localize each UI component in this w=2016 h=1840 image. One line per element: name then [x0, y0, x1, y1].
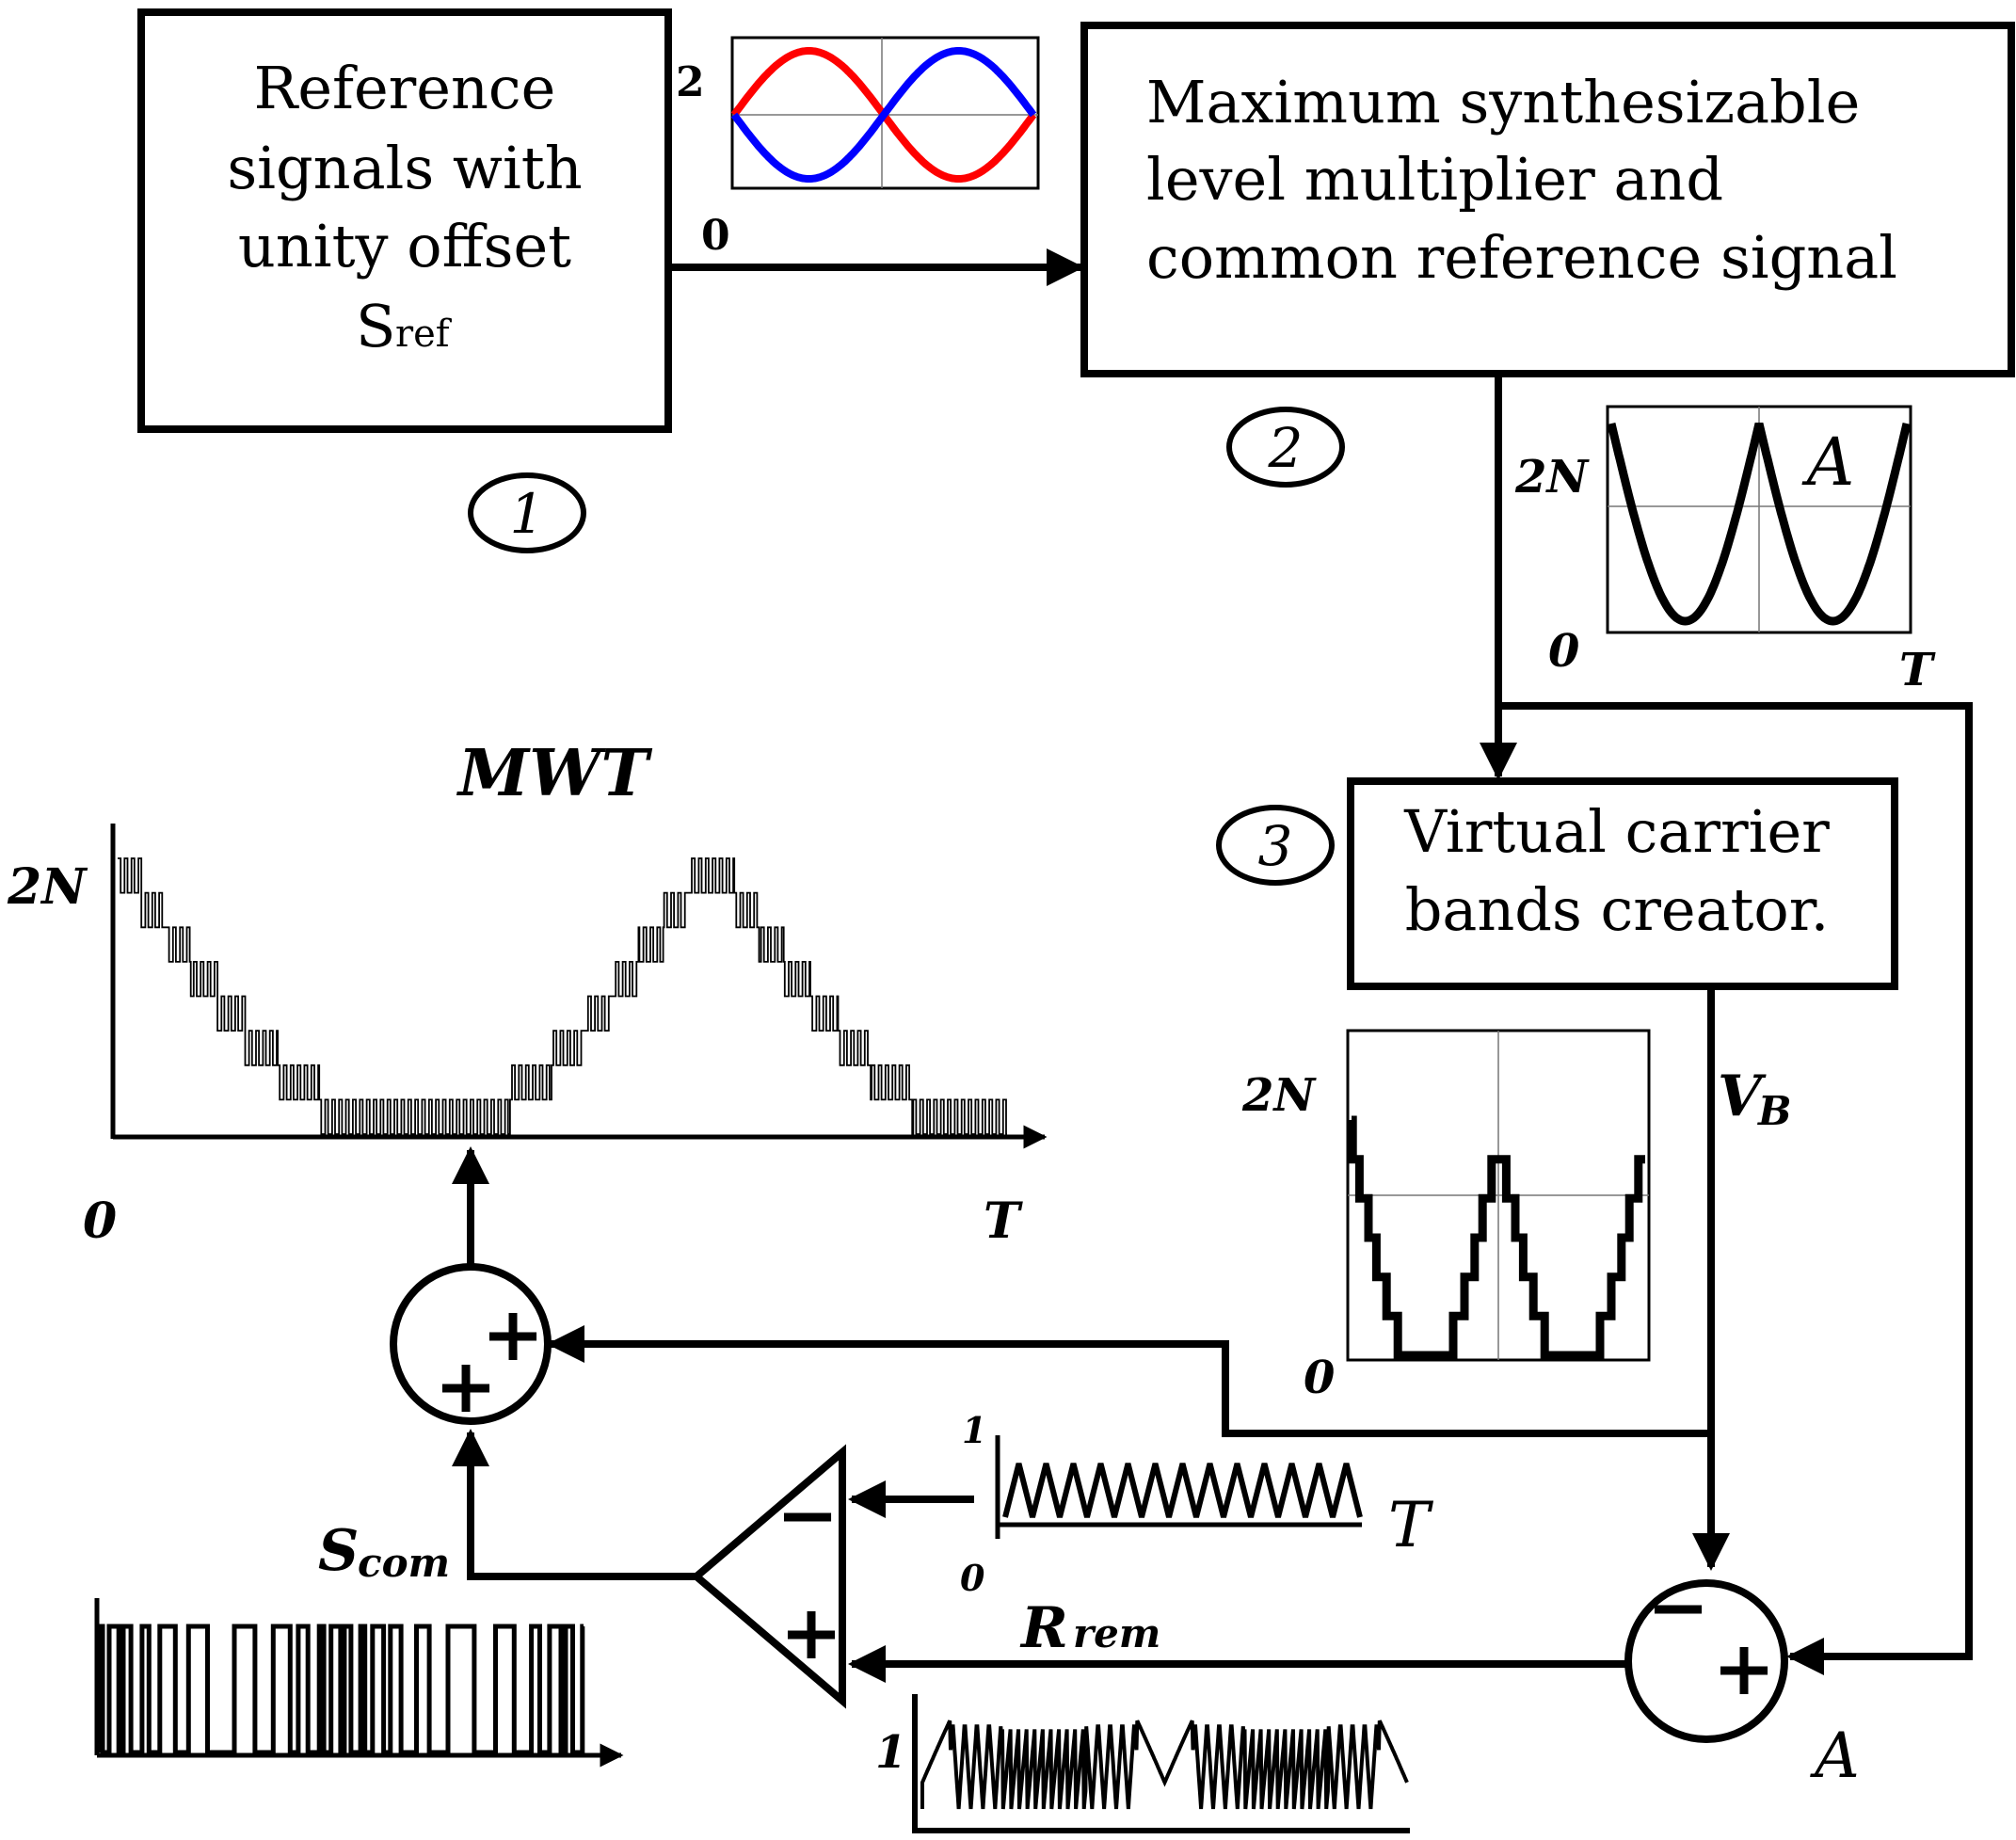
comparator-plus: + — [779, 1588, 842, 1676]
wire-A-to-subtractor — [1498, 702, 1973, 1675]
Rrem-label: R rem — [1019, 1595, 1160, 1661]
block-virtual-carrier-bands: Virtual carrier bands creator. — [1347, 777, 1898, 990]
rem-plot-ytop-label: 1 — [875, 1726, 906, 1779]
ref-plot-ytop-label: 2 — [676, 58, 705, 106]
block2-number: 2 — [1268, 416, 1304, 480]
MWT-xend-label: T — [984, 1192, 1023, 1250]
A-plot-ytop-label: 2N — [1514, 451, 1590, 504]
block1-line2: signals with — [227, 134, 582, 202]
subtractor-A-label: A — [1809, 1720, 1860, 1792]
subtractor-node: − + — [1624, 1562, 1788, 1743]
Rrem-subscript: rem — [1073, 1610, 1160, 1656]
MWT-staircase-waveform — [118, 857, 1007, 1135]
block2-number-badge: 2 — [1226, 407, 1345, 488]
VB-subscript: B — [1757, 1088, 1792, 1134]
remainder-waveform-plot: 1 — [875, 1694, 1410, 1833]
block3-number-badge: 3 — [1216, 805, 1335, 886]
block1-number-badge: 1 — [468, 472, 586, 553]
block3-number: 3 — [1258, 814, 1293, 878]
summer-plus-bottom: + — [434, 1341, 497, 1430]
MWT-output-plot: MWT 2N 0 T — [7, 736, 1048, 1250]
carrier-ybottom-label: 0 — [960, 1557, 985, 1599]
A-plot-xend-label: T — [1899, 644, 1936, 696]
subtractor-plus: + — [1712, 1624, 1775, 1712]
Scom-subscript: com — [358, 1540, 450, 1586]
block1-line3: unity offset — [238, 212, 571, 280]
virtual-bands-plot: 2N 0 — [1241, 1029, 1651, 1404]
VB-label: V B — [1718, 1064, 1792, 1134]
carrier-xend-label: T — [1388, 1489, 1434, 1561]
triangular-carrier-waveform — [1002, 1463, 1363, 1518]
block2-line1: Maximum synthesizable — [1146, 68, 1860, 136]
remainder-waveform — [920, 1720, 1409, 1810]
Rrem-symbol: R — [1019, 1595, 1068, 1661]
reference-signals-plot: 2 0 — [676, 36, 1040, 260]
block2-line3: common reference signal — [1146, 223, 1897, 292]
Scom-pulse-plot — [94, 1598, 624, 1768]
block3-line2: bands creator. — [1405, 875, 1830, 944]
ref-plot-ybottom-label: 0 — [701, 212, 730, 260]
comparator-minus: − — [776, 1470, 839, 1559]
block1-subscript: ref — [395, 312, 453, 356]
Scom-symbol: S — [318, 1518, 359, 1584]
block-reference-signals: Reference signals with unity offset S re… — [137, 8, 672, 433]
subtractor-minus: − — [1646, 1562, 1709, 1651]
MWT-title: MWT — [456, 736, 653, 811]
VB-symbol: V — [1718, 1064, 1767, 1129]
block-level-multiplier: Maximum synthesizable level multiplier a… — [1080, 22, 2015, 377]
summer-node: + + — [390, 1263, 552, 1430]
wire-VB-to-summer — [547, 1325, 1711, 1437]
Scom-label: S com — [318, 1518, 450, 1586]
carrier-plot: 1 0 T — [960, 1409, 1434, 1599]
block3-line1: Virtual carrier — [1403, 797, 1830, 866]
VB-plot-ytop-label: 2N — [1241, 1069, 1317, 1122]
comparator: − + — [690, 1444, 846, 1709]
carrier-ytop-label: 1 — [962, 1409, 986, 1451]
summer-plus-top: + — [481, 1289, 544, 1378]
MWT-ytop-label: 2N — [7, 858, 88, 916]
block1-line1: Reference — [254, 54, 556, 122]
A-plot-ybottom-label: 0 — [1548, 625, 1579, 678]
block1-number: 1 — [510, 482, 545, 546]
virtual-bands-waveform — [1348, 1115, 1645, 1360]
reference-signal-phase-b — [730, 47, 1037, 183]
common-reference-plot: 2N 0 T A — [1514, 405, 1936, 696]
block2-line2: level multiplier and — [1146, 145, 1723, 214]
common-reference-waveform — [1607, 422, 1912, 626]
block1-symbol: S — [356, 292, 395, 360]
Scom-pulse-waveform — [96, 1624, 585, 1755]
wire-Scom-to-summer — [452, 1429, 696, 1580]
VB-plot-ybottom-label: 0 — [1304, 1352, 1335, 1404]
A-plot-title: A — [1801, 424, 1855, 501]
MWT-ybottom-label: 0 — [83, 1192, 117, 1250]
